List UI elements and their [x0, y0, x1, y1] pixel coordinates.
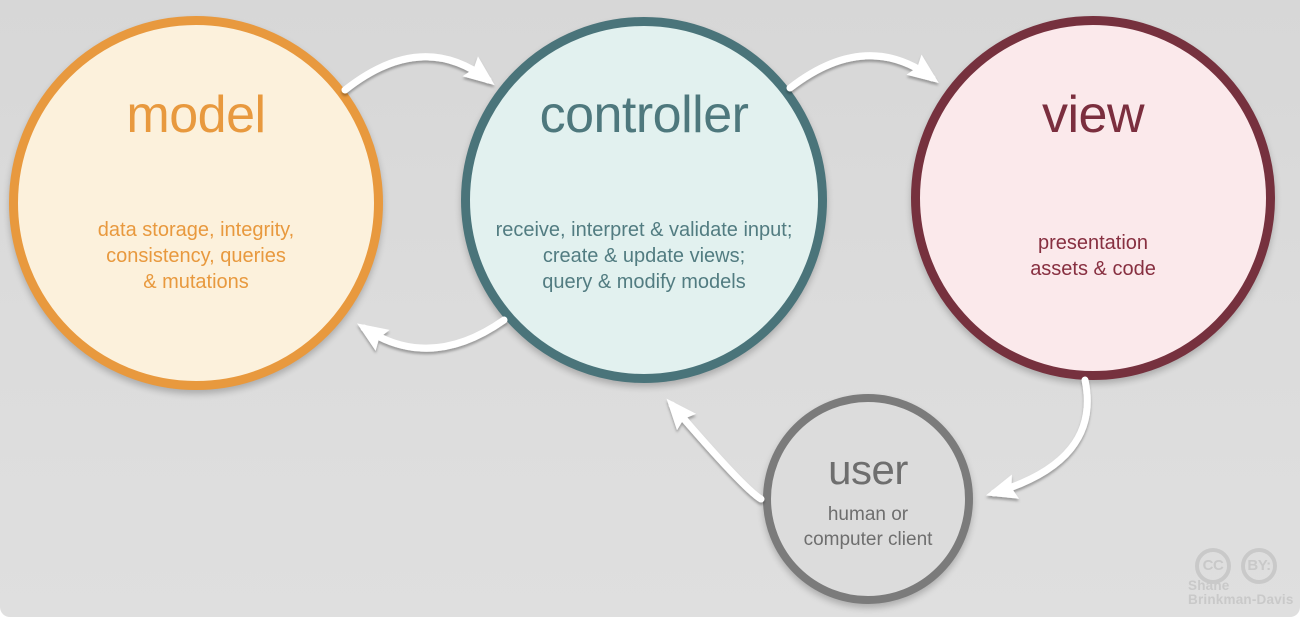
attribution-author: Shane Brinkman-Davis	[1188, 578, 1294, 607]
arrow-view-to-user	[985, 376, 1091, 499]
view-node: view presentation assets & code	[911, 16, 1275, 380]
model-description: data storage, integrity, consistency, qu…	[97, 219, 295, 293]
controller-node: controller receive, interpret & validate…	[461, 17, 827, 383]
view-title: view	[1041, 86, 1145, 144]
arrow-user-to-controller	[666, 398, 765, 503]
arrow-controller-to-view	[786, 52, 939, 92]
arrow-controller-to-model	[357, 316, 508, 352]
controller-description: receive, interpret & validate input; cre…	[495, 219, 793, 293]
controller-title: controller	[539, 86, 749, 144]
model-node: model data storage, integrity, consisten…	[9, 16, 383, 390]
user-description: human or computer client	[803, 504, 933, 550]
view-description: presentation assets & code	[1030, 232, 1156, 280]
model-title: model	[126, 86, 266, 144]
user-node: user human or computer client	[763, 394, 973, 604]
user-title: user	[828, 446, 908, 493]
cc-by-icon: BY:	[1241, 548, 1277, 584]
arrow-model-to-controller	[341, 53, 495, 94]
cc-icon: CC	[1195, 548, 1231, 584]
